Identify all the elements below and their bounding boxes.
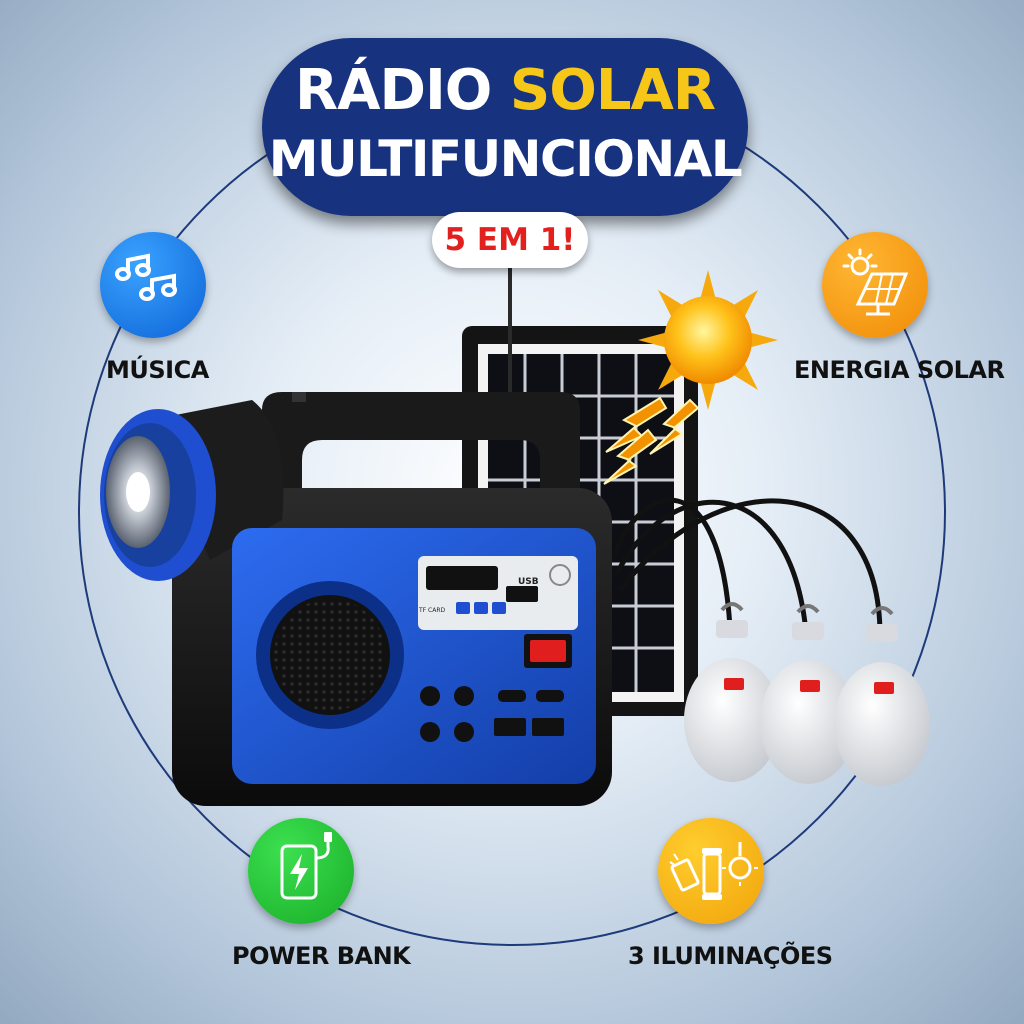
power-bank-icon — [280, 832, 332, 900]
title-word-solar: SOLAR — [509, 58, 716, 123]
solar-panel-sun-icon — [842, 248, 909, 316]
solar-energy-feature-label: ENERGIA SOLAR — [794, 356, 1005, 384]
music-notes-icon — [115, 253, 177, 301]
solar-energy-feature-circle — [822, 232, 928, 338]
title-banner: RÁDIO SOLAR MULTIFUNCIONAL — [262, 38, 748, 216]
music-feature-label: MÚSICA — [106, 356, 209, 384]
five-in-one-badge: 5 EM 1! — [432, 212, 588, 268]
bulb-cables — [609, 497, 883, 636]
radio-unit — [100, 392, 612, 806]
power-bank-feature-label: POWER BANK — [232, 942, 411, 970]
title-word-radio: RÁDIO — [295, 58, 492, 123]
lighting-feature-circle — [658, 818, 764, 924]
lighting-feature-label: 3 ILUMINAÇÕES — [628, 942, 833, 970]
music-feature-circle — [100, 232, 206, 338]
tf-card-label: TF CARD — [418, 607, 445, 614]
power-bank-feature-circle — [248, 818, 354, 924]
lighting-icon — [669, 842, 758, 900]
led-bulbs — [684, 602, 930, 786]
usb-port-label: USB — [518, 577, 539, 587]
title-line-1: RÁDIO SOLAR — [262, 58, 748, 124]
title-line-2: MULTIFUNCIONAL — [268, 130, 743, 188]
sun-icon — [603, 270, 778, 485]
